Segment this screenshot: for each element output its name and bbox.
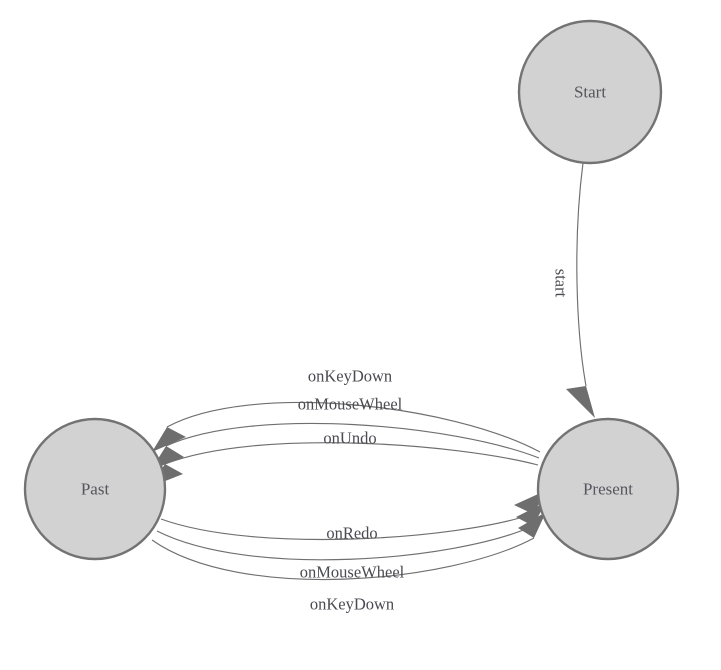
edge-line xyxy=(165,422,540,459)
node-label: Present xyxy=(583,480,633,499)
node-circle[interactable] xyxy=(517,19,663,165)
arrowhead-icon xyxy=(566,386,595,418)
edge-label: start xyxy=(552,269,571,298)
edge-line xyxy=(166,401,541,453)
edge-e-past-present-3 xyxy=(151,512,546,580)
edge-line xyxy=(164,442,539,466)
edge-label: onRedo xyxy=(326,524,377,543)
edge-label: onMouseWheel xyxy=(298,395,403,414)
arrowhead-icon xyxy=(152,427,186,452)
edge-line xyxy=(151,537,535,580)
node-label: Start xyxy=(574,83,606,102)
node-past[interactable]: Past xyxy=(23,417,167,561)
node-circle[interactable] xyxy=(23,417,167,561)
edge-e-start xyxy=(566,162,595,418)
node-start[interactable]: Start xyxy=(517,19,663,165)
arrowhead-icon xyxy=(516,502,546,526)
edge-label: onKeyDown xyxy=(308,367,392,386)
edge-label: onUndo xyxy=(323,429,376,448)
edge-line xyxy=(576,162,587,387)
edge-e-present-past-3 xyxy=(150,442,539,487)
edge-line xyxy=(160,513,534,541)
node-circle[interactable] xyxy=(536,417,680,561)
edges-layer xyxy=(150,162,595,580)
edge-label: onMouseWheel xyxy=(300,563,405,582)
edge-labels-layer: start onKeyDown onMouseWheel onUndo onRedo on… xyxy=(298,269,571,614)
edge-e-past-present-2 xyxy=(156,502,546,561)
edge-label: onKeyDown xyxy=(310,595,394,614)
node-label: Past xyxy=(81,480,110,499)
edge-e-present-past-1 xyxy=(152,401,541,453)
edge-line xyxy=(156,525,534,561)
node-present[interactable]: Present xyxy=(536,417,680,561)
arrowhead-icon xyxy=(518,512,546,538)
